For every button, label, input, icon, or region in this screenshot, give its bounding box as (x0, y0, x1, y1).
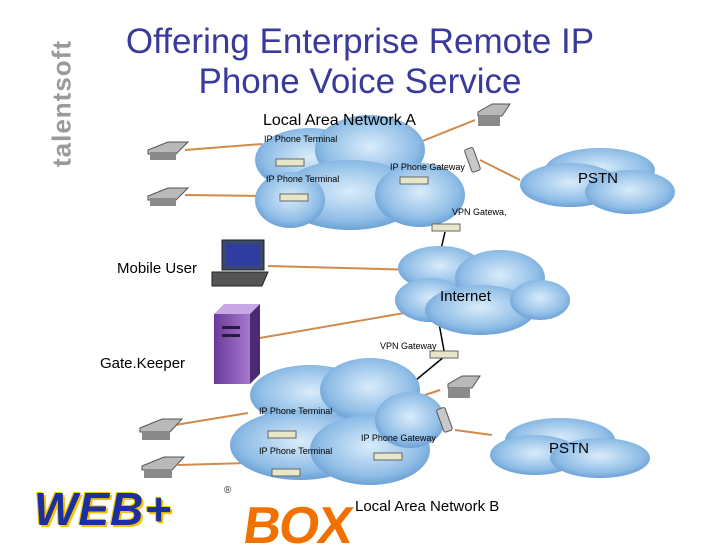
gatekeeper-label: Gate.Keeper (100, 355, 186, 372)
router-icon (275, 158, 305, 167)
ip-terminal-label: IP Phone Terminal (259, 446, 333, 456)
pstn-label: PSTN (549, 440, 590, 457)
ip-gateway-label: IP Phone Gateway (361, 433, 436, 443)
webplus-logo: WEB+ (34, 483, 173, 535)
phone-icon (141, 456, 186, 478)
cloud-lan-a (255, 115, 465, 230)
vpn-gateway-label: VPN Gateway (380, 341, 437, 351)
lan-a-label: Local Area Network A (263, 112, 416, 129)
box-logo: BOX (239, 497, 355, 555)
registered-mark: ® (224, 485, 232, 496)
vpn-gateway-label: VPN Gatewa, (452, 207, 507, 217)
mobile-user-label: Mobile User (117, 260, 198, 277)
phone-icon (147, 141, 190, 160)
page-title: Offering Enterprise Remote IP Phone Voic… (60, 22, 660, 102)
lan-b-label: Local Area Network B (355, 498, 500, 515)
network-diagram (139, 103, 675, 485)
router-icon (399, 176, 429, 185)
cloud-lan-b (230, 358, 445, 485)
mobile-phone-icon (464, 147, 481, 173)
router-icon (373, 452, 403, 461)
title-line-1: Offering Enterprise Remote IP (125, 22, 595, 61)
cloud-internet (395, 246, 570, 335)
cloud-pstn-b (490, 418, 650, 478)
laptop-icon (211, 239, 269, 287)
phone-icon (477, 103, 511, 126)
ip-terminal-label: IP Phone Terminal (266, 174, 340, 184)
cloud-pstn-a (520, 148, 675, 214)
phone-icon (447, 375, 481, 398)
mobile-phone-icon (436, 407, 453, 433)
router-icon (279, 193, 309, 202)
ip-gateway-label: IP Phone Gateway (390, 162, 465, 172)
phone-icon (147, 187, 190, 206)
server-icon (214, 304, 260, 384)
title-line-2: Phone Voice Service (198, 62, 522, 101)
router-icon (271, 468, 301, 477)
router-icon (267, 430, 297, 439)
ip-terminal-label: IP Phone Terminal (264, 134, 338, 144)
side-brand-logo: talentsoft (46, 40, 77, 167)
ip-terminal-label: IP Phone Terminal (259, 406, 333, 416)
internet-label: Internet (440, 288, 491, 305)
pstn-label: PSTN (578, 170, 619, 187)
phone-icon (139, 418, 184, 440)
router-icon (429, 350, 459, 359)
router-icon (431, 223, 461, 232)
